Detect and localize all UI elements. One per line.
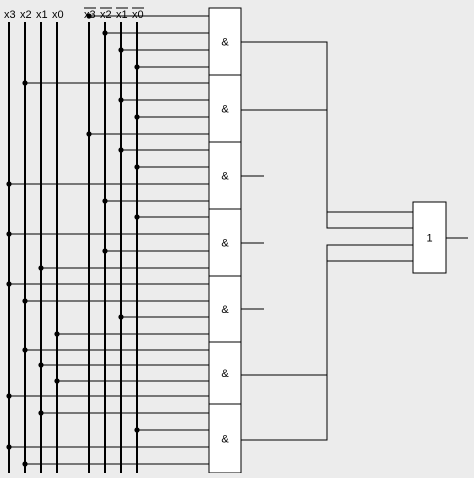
- junction-dot: [22, 80, 28, 86]
- junction-dot: [134, 64, 140, 70]
- input-label-x0-inverted: x0: [132, 9, 144, 21]
- junction-dot: [102, 198, 108, 204]
- and-gate: &: [208, 7, 242, 76]
- and-output-wire: [241, 109, 413, 229]
- input-buses: [8, 22, 138, 473]
- junction-dot: [86, 13, 92, 19]
- junction-dot: [6, 393, 12, 399]
- junction-dot: [118, 147, 124, 153]
- and-output-wire: [241, 260, 413, 441]
- junction-dot: [118, 314, 124, 320]
- junction-dot: [118, 47, 124, 53]
- junction-dot: [134, 427, 140, 433]
- and-gates: & & & & & & &: [208, 7, 242, 474]
- gate-symbol: &: [221, 238, 229, 250]
- input-label-x2: x2: [20, 9, 32, 21]
- junction-dot: [38, 410, 44, 416]
- and-gate: &: [208, 275, 242, 343]
- gate-symbol: &: [221, 37, 229, 49]
- gate-symbol: &: [221, 171, 229, 183]
- junction-dot: [134, 164, 140, 170]
- input-label-x3: x3: [4, 9, 16, 21]
- and-gate: &: [208, 208, 242, 277]
- junction-dot: [102, 30, 108, 36]
- junction-dot: [38, 362, 44, 368]
- and-gate: &: [208, 141, 242, 210]
- gate-symbol: &: [221, 434, 229, 446]
- and-gate: &: [208, 74, 242, 143]
- input-labels: x3 x2 x1 x0 x3 x2 x1 x0: [4, 9, 144, 21]
- junction-dot: [6, 231, 12, 237]
- junction-dot: [86, 131, 92, 137]
- junction-dot: [134, 214, 140, 220]
- and-gate: &: [208, 403, 242, 474]
- gate-symbol: &: [221, 104, 229, 116]
- junction-dot: [102, 248, 108, 254]
- input-label-x1: x1: [36, 9, 48, 21]
- junction-dot: [22, 347, 28, 353]
- input-label-x2-inverted: x2: [100, 9, 112, 21]
- or-gate-symbol: 1: [426, 233, 432, 245]
- and-gate: &: [208, 341, 242, 405]
- gate-input-wires: [6, 13, 209, 467]
- junction-dot: [22, 298, 28, 304]
- gate-symbol: &: [221, 304, 229, 316]
- junction-dot: [118, 97, 124, 103]
- gate-symbol: &: [221, 368, 229, 380]
- junction-dot: [54, 378, 60, 384]
- input-label-x0: x0: [52, 9, 64, 21]
- junction-dot: [6, 181, 12, 187]
- junction-dot: [54, 331, 60, 337]
- junction-dot: [6, 444, 12, 450]
- input-label-x1-inverted: x1: [116, 9, 128, 21]
- and-output-wires: [241, 41, 468, 441]
- junction-dot: [38, 265, 44, 271]
- junction-dot: [6, 281, 12, 287]
- junction-dot: [22, 461, 28, 467]
- junction-dot: [134, 114, 140, 120]
- or-gate: 1: [412, 201, 447, 274]
